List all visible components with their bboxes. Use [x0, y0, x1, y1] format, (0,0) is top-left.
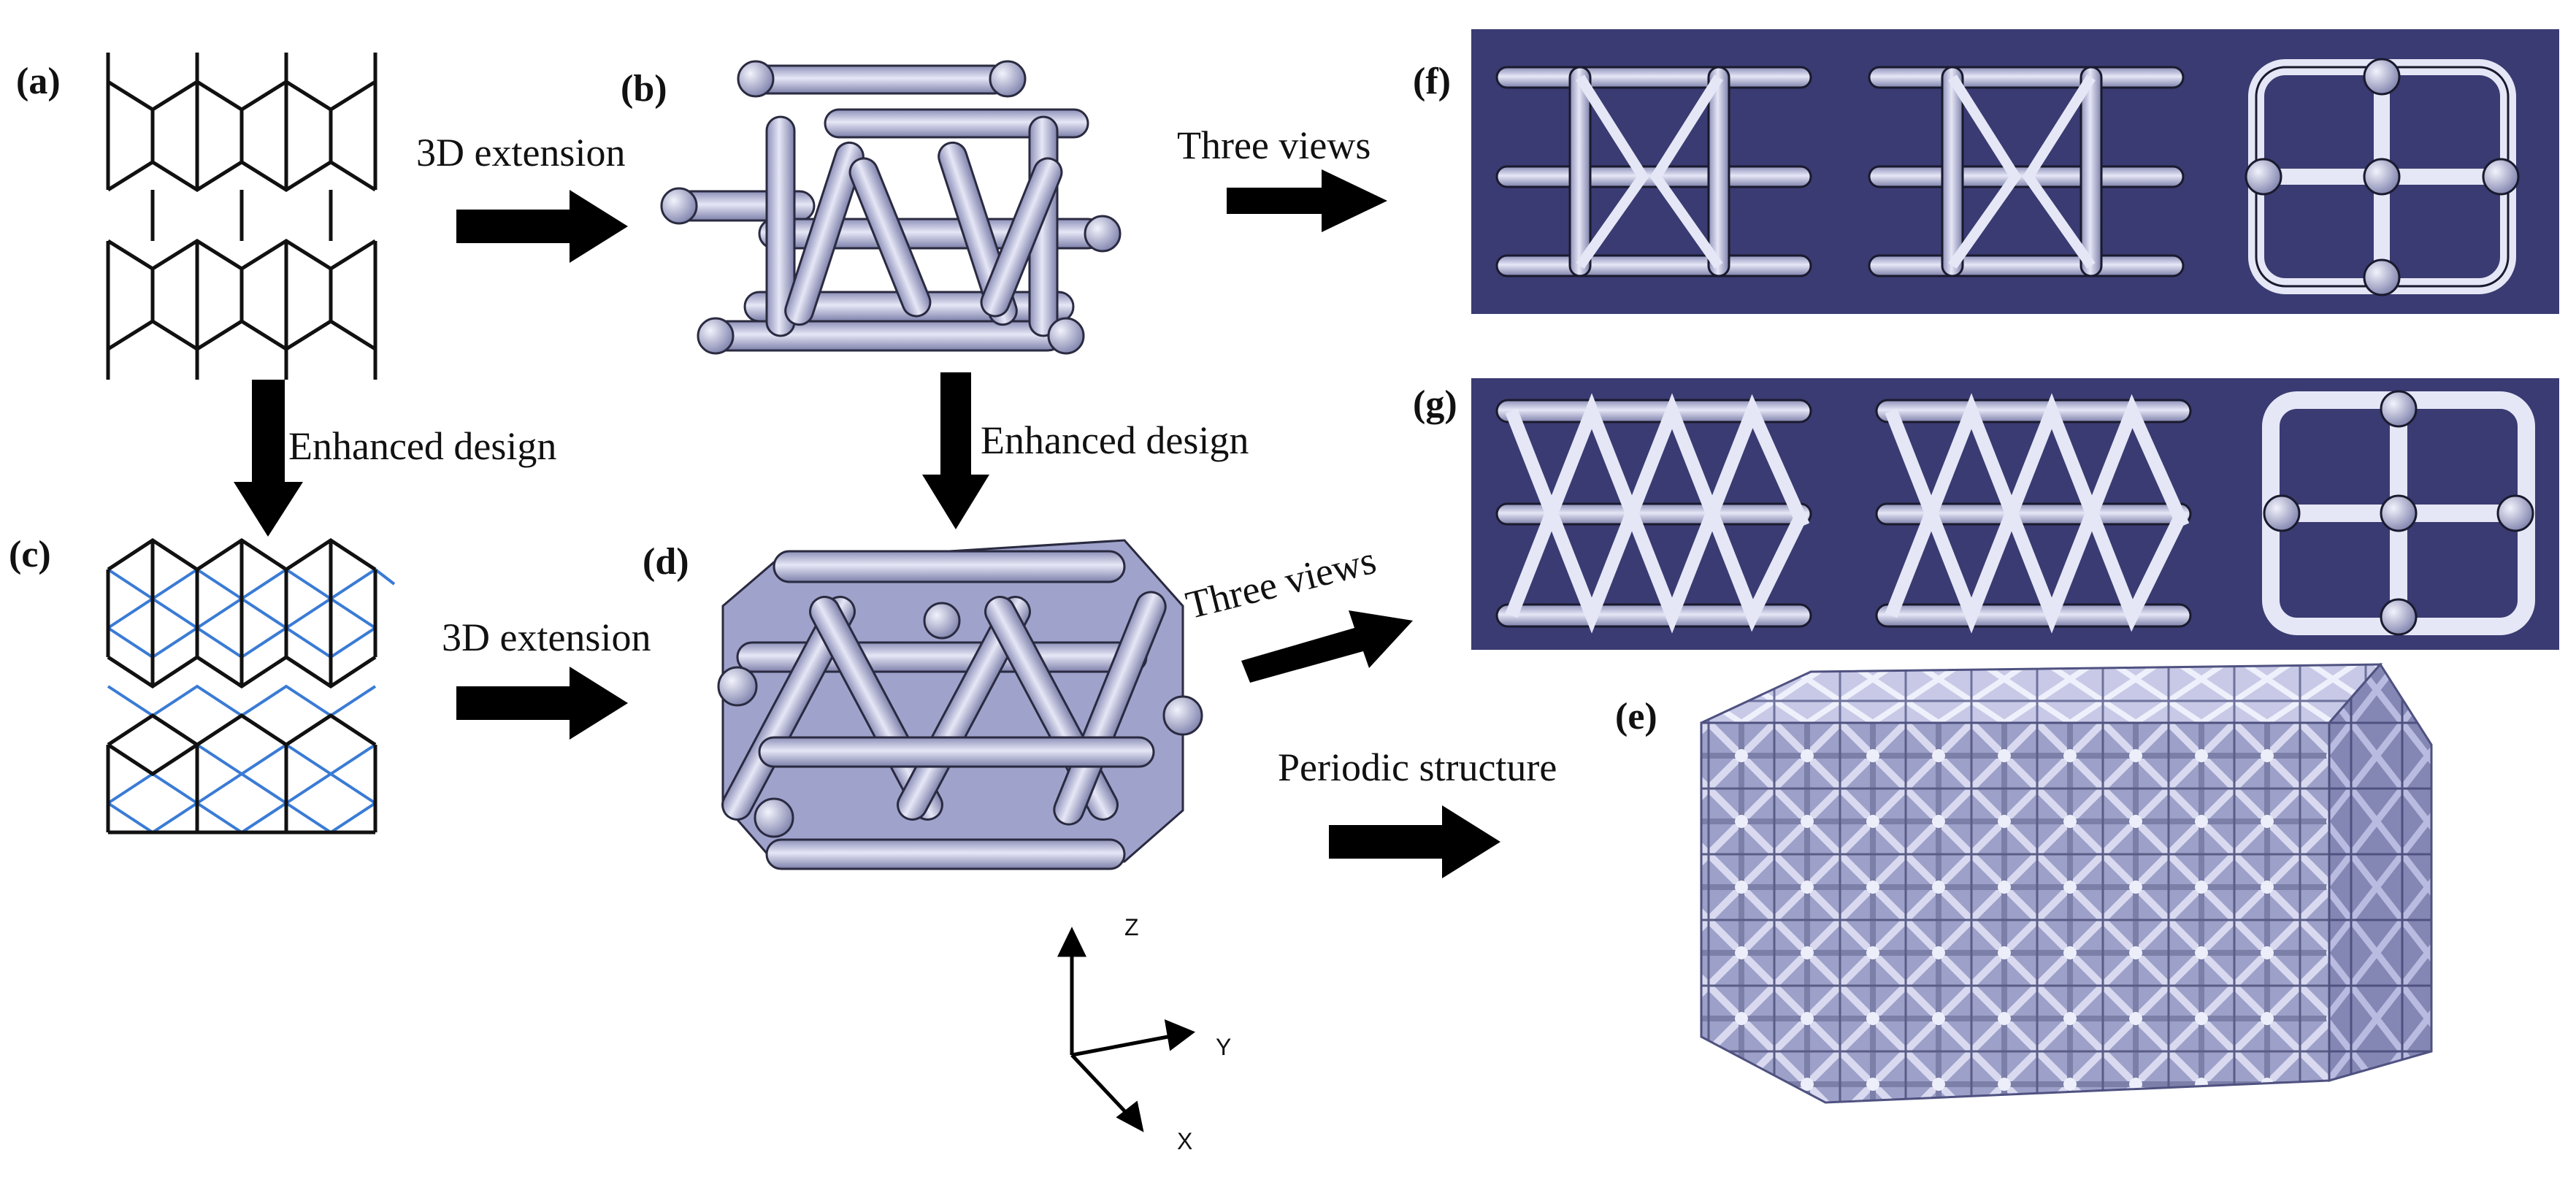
- axis-y-line: [1071, 1033, 1176, 1057]
- axis-label-x: X: [1177, 1128, 1193, 1154]
- step-label-periodic: Periodic structure: [1278, 745, 1557, 789]
- panel-f-three-views: [1471, 29, 2559, 314]
- panel-d-enhanced-unit-cell: [717, 539, 1203, 870]
- step-label-3d-extension-top: 3D extension: [416, 131, 626, 175]
- axis-y-arrowhead: [1164, 1019, 1196, 1051]
- panel-a-reentrant-pattern: [106, 53, 377, 380]
- panel-e-periodic-structure: [1700, 662, 2433, 1104]
- axis-label-z: Z: [1124, 914, 1139, 940]
- axis-x-arrowhead: [1116, 1100, 1144, 1132]
- step-label-3d-extension-bottom: 3D extension: [442, 615, 651, 659]
- arrow-three-views-bottom: [1241, 610, 1413, 683]
- panel-label-b: (b): [621, 68, 667, 110]
- arrow-3d-extension-top: [456, 190, 628, 263]
- process-arrows: [234, 169, 1500, 878]
- arrow-periodic: [1329, 805, 1500, 878]
- step-label-enhanced-left: Enhanced design: [288, 424, 557, 468]
- panel-label-c: (c): [9, 534, 51, 575]
- panel-label-g: (g): [1413, 383, 1457, 425]
- axis-x-line: [1070, 1054, 1132, 1119]
- axis-z-arrowhead: [1057, 927, 1086, 957]
- panel-b-3d-unit-cell: [660, 60, 1122, 355]
- arrow-three-views-top: [1227, 169, 1387, 232]
- panel-label-a: (a): [16, 61, 61, 102]
- coordinate-axes: [1057, 927, 1196, 1132]
- axis-label-y: Y: [1216, 1034, 1232, 1060]
- step-label-enhanced-right: Enhanced design: [981, 418, 1249, 462]
- panel-label-f: (f): [1413, 61, 1451, 102]
- arrow-3d-extension-bottom: [456, 667, 628, 740]
- panel-label-e: (e): [1615, 696, 1657, 737]
- panel-g-three-views: [1471, 378, 2559, 650]
- arrow-enhanced-right: [922, 372, 989, 529]
- step-label-three-views-top: Three views: [1177, 123, 1371, 167]
- panel-c-enhanced-pattern: [106, 538, 396, 835]
- arrow-enhanced-left: [234, 380, 303, 537]
- panel-label-d: (d): [643, 541, 689, 583]
